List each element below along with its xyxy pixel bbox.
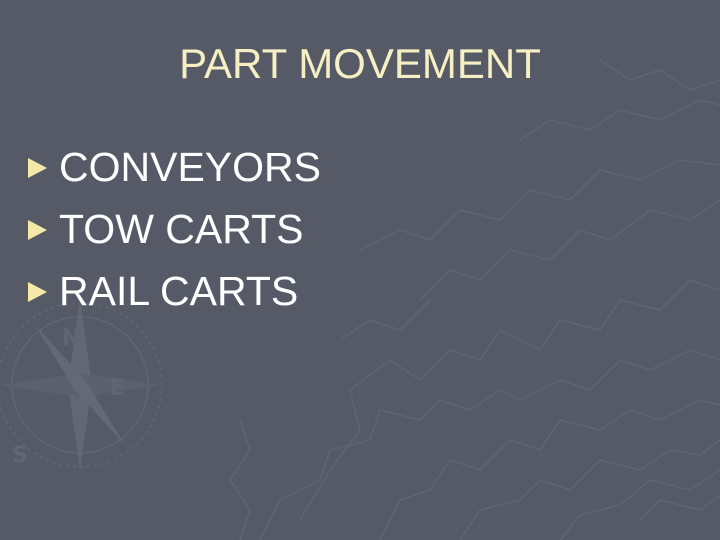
svg-text:N: N xyxy=(62,326,80,351)
slide-title: PART MOVEMENT xyxy=(0,38,720,90)
bullet-item: CONVEYORS xyxy=(28,136,321,198)
svg-text:S: S xyxy=(12,443,28,468)
svg-text:E: E xyxy=(110,376,125,401)
right-triangle-icon xyxy=(28,158,47,178)
bullet-item: TOW CARTS xyxy=(28,198,321,260)
bullet-text: CONVEYORS xyxy=(59,144,321,190)
compass-rose-icon: N E S xyxy=(0,300,163,470)
right-triangle-icon xyxy=(28,282,47,302)
bullet-text: TOW CARTS xyxy=(59,206,304,252)
bullet-list: CONVEYORS TOW CARTS RAIL CARTS xyxy=(28,136,321,322)
slide-title-text: PART MOVEMENT xyxy=(179,40,541,87)
bullet-item: RAIL CARTS xyxy=(28,260,321,322)
bullet-text: RAIL CARTS xyxy=(59,268,299,314)
right-triangle-icon xyxy=(28,220,47,240)
